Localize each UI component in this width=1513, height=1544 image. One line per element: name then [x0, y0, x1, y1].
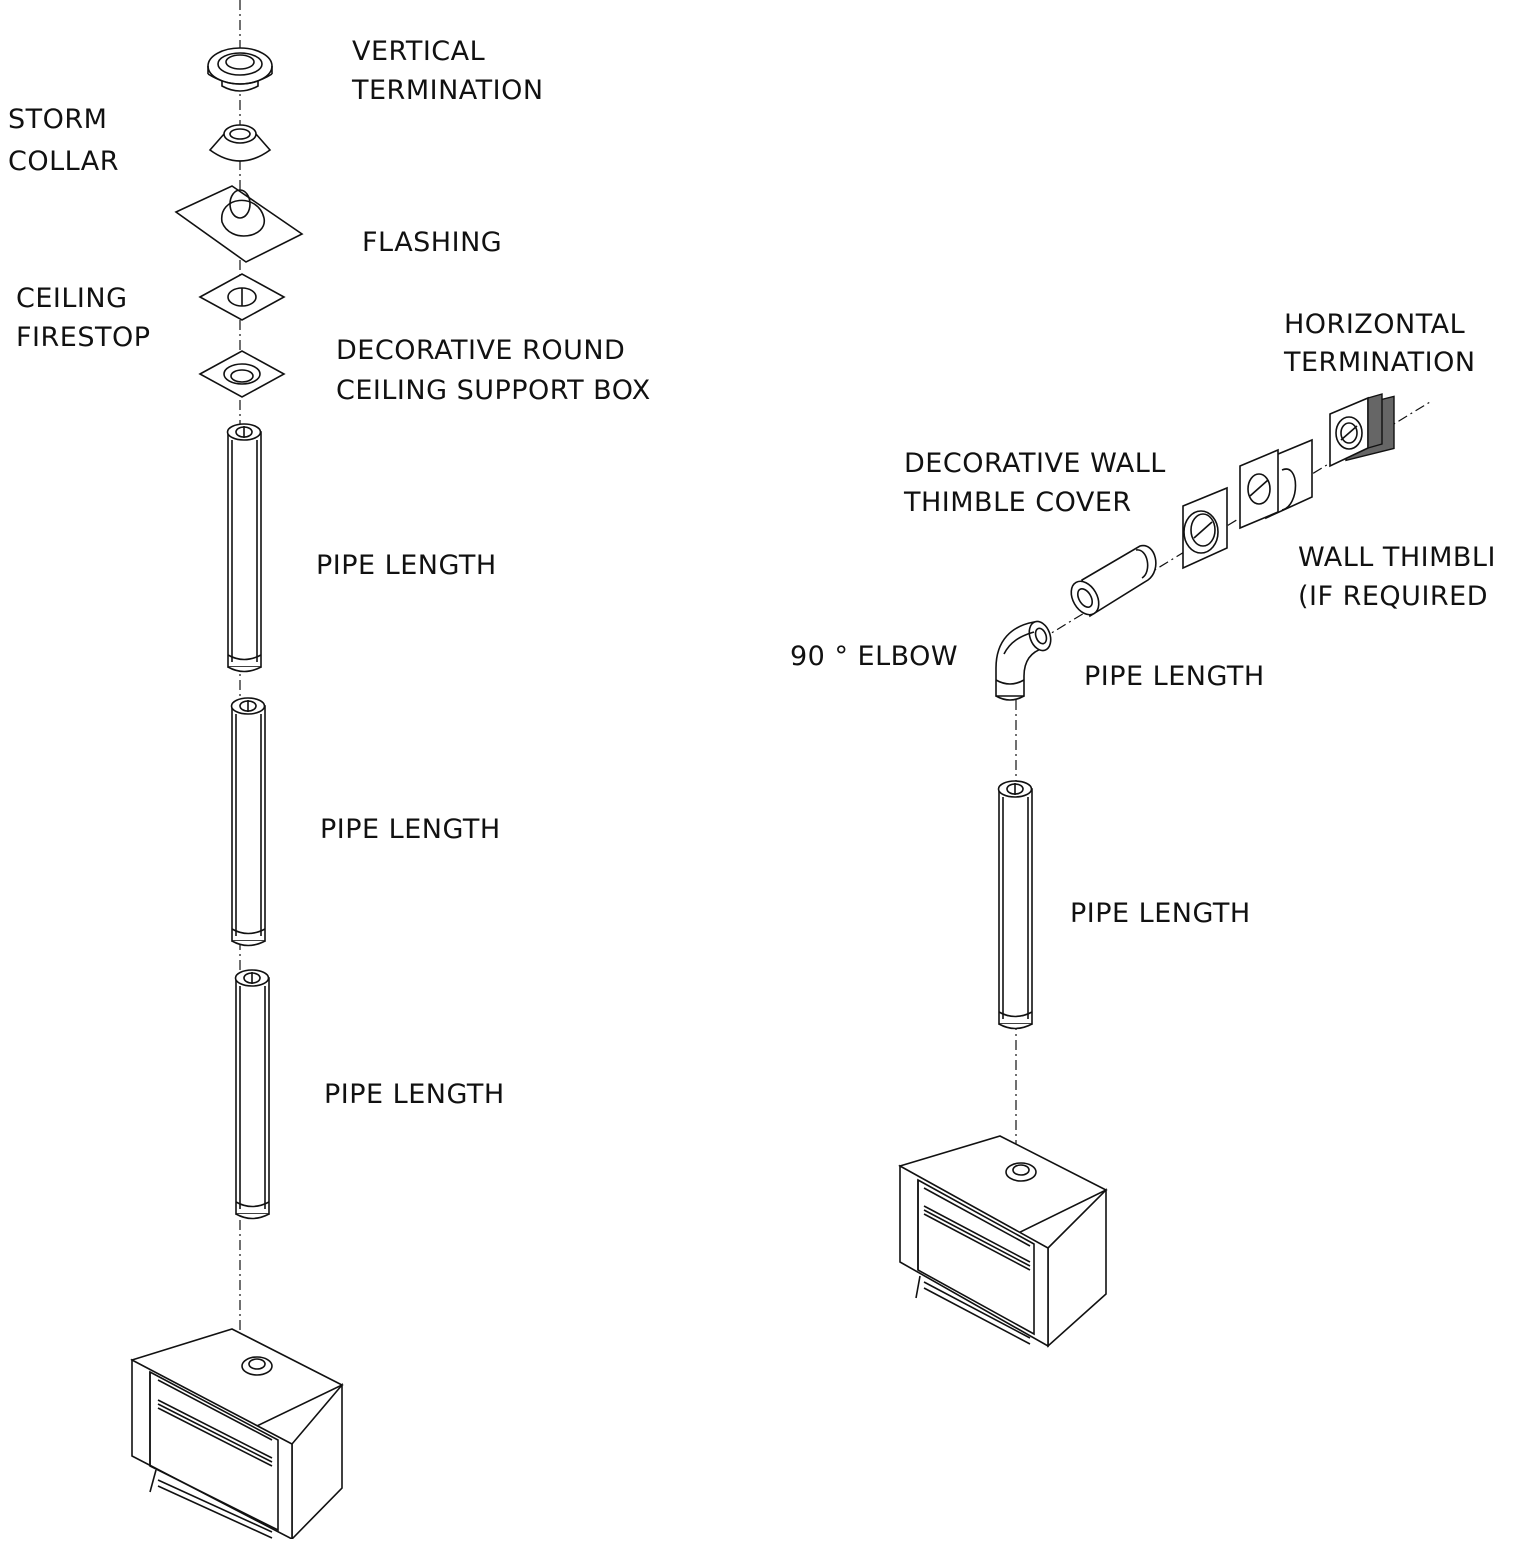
pipe-length-vertical — [997, 780, 1033, 1030]
flashing — [174, 185, 304, 263]
label-horizontal-termination-2: TERMINATION — [1283, 347, 1476, 378]
pipe-length-1 — [226, 423, 262, 673]
label-flashing: FLASHING — [362, 227, 502, 258]
label-storm-collar-1: STORM — [8, 104, 107, 135]
stove-left — [130, 1328, 344, 1541]
elbow-90 — [995, 620, 1052, 701]
label-support-box-2: CEILING SUPPORT BOX — [336, 375, 651, 406]
label-thimble-cover-2: THIMBLE COVER — [903, 487, 1132, 518]
wall-thimble — [1239, 438, 1313, 530]
ceiling-support-box — [198, 350, 286, 398]
pipe-length-horizontal — [1070, 545, 1157, 618]
label-vertical-termination-2: TERMINATION — [351, 75, 544, 106]
label-wall-thimble-1: WALL THIMBLI — [1298, 542, 1496, 573]
label-pipe-length-1: PIPE LENGTH — [316, 550, 497, 581]
horizontal-assembly: HORIZONTAL TERMINATION DECORATIVE WALL T… — [790, 309, 1496, 1348]
label-horizontal-termination-1: HORIZONTAL — [1284, 309, 1465, 340]
label-pipe-length-vertical: PIPE LENGTH — [1070, 898, 1251, 929]
ceiling-firestop — [198, 273, 286, 321]
label-pipe-length-3: PIPE LENGTH — [324, 1079, 505, 1110]
vertical-termination-cap — [207, 47, 273, 92]
label-support-box-1: DECORATIVE ROUND — [336, 335, 625, 366]
wall-thimble-cover — [1182, 486, 1228, 570]
label-pipe-length-horizontal: PIPE LENGTH — [1084, 661, 1265, 692]
label-wall-thimble-2: (IF REQUIRED — [1298, 581, 1488, 612]
stove-right — [898, 1135, 1108, 1348]
horizontal-termination — [1329, 393, 1395, 468]
pipe-length-3 — [234, 969, 270, 1220]
storm-collar — [208, 124, 272, 162]
label-thimble-cover-1: DECORATIVE WALL — [904, 448, 1166, 479]
label-storm-collar-2: COLLAR — [8, 146, 119, 177]
label-ceiling-firestop-2: FIRESTOP — [16, 322, 150, 353]
vertical-assembly: VERTICAL TERMINATION STORM COLLAR FLASHI… — [8, 0, 651, 1541]
label-ceiling-firestop-1: CEILING — [16, 283, 128, 314]
label-vertical-termination-1: VERTICAL — [352, 36, 485, 67]
label-elbow: 90 ° ELBOW — [790, 641, 958, 672]
label-pipe-length-2: PIPE LENGTH — [320, 814, 501, 845]
pipe-length-2 — [230, 697, 266, 947]
